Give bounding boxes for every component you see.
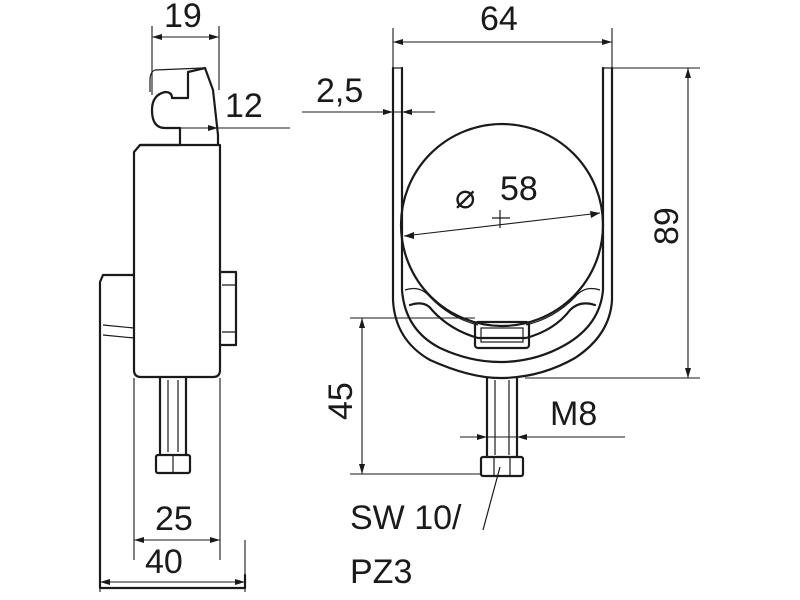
front-dim-64: 64 [392, 0, 613, 68]
front-rod-hatch [494, 380, 510, 455]
dim-25-label: 25 [155, 500, 193, 538]
dim-19-label: 19 [164, 0, 202, 35]
drive-label-line2: PZ3 [350, 553, 412, 591]
saddle-block [473, 320, 531, 350]
cradle-outline [408, 302, 597, 340]
side-dim-12: 12 [178, 87, 290, 131]
diameter-symbol: ⌀ [455, 178, 475, 216]
front-nut [479, 455, 525, 478]
front-dim-diameter: ⌀ 58 [403, 170, 601, 239]
dim-40-label: 40 [145, 543, 183, 581]
saddle-block-inner [480, 327, 524, 343]
side-dim-19: 19 [151, 0, 220, 95]
clip-band-inner [400, 66, 605, 364]
side-rear-plate [98, 273, 247, 590]
front-dim-89: 89 [525, 67, 700, 379]
dim-89-label: 89 [648, 207, 686, 245]
side-hook-inner [149, 67, 204, 92]
clip-band-outer [391, 66, 614, 380]
cradle-inner [404, 287, 601, 326]
side-front-lug-detail [222, 284, 236, 333]
side-rod [158, 375, 188, 457]
dim-45-label: 45 [322, 382, 360, 420]
dim-12-label: 12 [225, 87, 263, 125]
side-dim-40: 40 [99, 540, 246, 592]
front-drive-callout: SW 10/ PZ3 [350, 466, 501, 591]
dim-m8-label: M8 [550, 395, 597, 433]
side-view [98, 66, 247, 590]
front-nut-detail [493, 457, 511, 476]
front-rod [485, 376, 519, 459]
side-hook-outline [138, 66, 220, 147]
dim-2-5-label: 2,5 [316, 72, 363, 110]
side-dim-25: 25 [133, 378, 221, 560]
side-front-lug [218, 270, 238, 347]
front-view [391, 66, 614, 478]
cable-circle [399, 122, 605, 328]
side-rod-hatch [167, 380, 179, 452]
front-dim-m8: M8 [460, 395, 625, 440]
drive-label-line1: SW 10/ [350, 499, 462, 537]
dim-64-label: 64 [480, 0, 518, 38]
side-body-outline [132, 143, 222, 379]
side-plate-band [102, 324, 135, 339]
front-dim-45: 45 [322, 317, 481, 475]
dim-58-label: 58 [500, 170, 538, 208]
front-dim-2-5: 2,5 [302, 72, 435, 115]
